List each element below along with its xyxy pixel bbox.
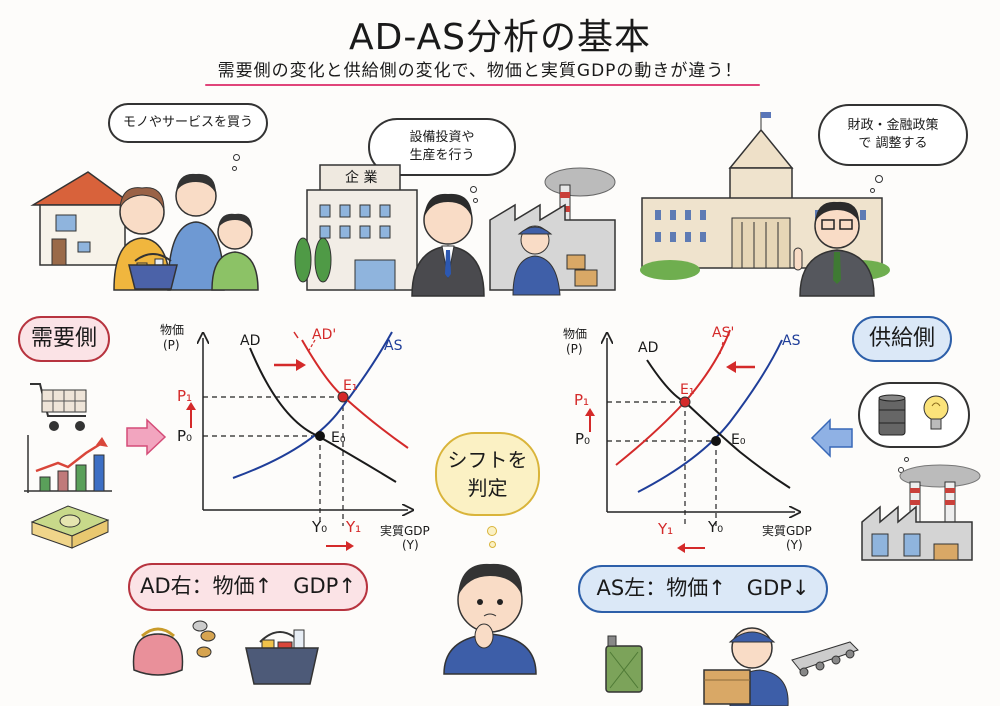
coins-icon: [192, 620, 216, 658]
shift-judgement-bubble: シフトを 判定: [435, 432, 540, 516]
thinking-boy-icon: [443, 563, 537, 675]
ad-curve-label: AD: [638, 340, 659, 356]
page-subtitle: 需要側の変化と供給側の変化で、物価と実質GDPの動きが違う！: [217, 61, 743, 81]
as-shift-chart-plot: [585, 329, 830, 553]
y0-tick-label: Y₀: [708, 518, 724, 536]
firm-thought-line1: 設備投資や: [409, 129, 475, 145]
supply-side-label: 供給側: [852, 316, 952, 362]
p1-tick-label: P₁: [177, 387, 193, 405]
x-axis-label-gdp: 実質GDP: [762, 524, 812, 538]
demand-side-label-text: 需要側: [30, 325, 97, 351]
office-building-icon: [294, 164, 418, 291]
as-prime-curve-label: AS': [712, 325, 735, 341]
government-thought-line2: で 調整する: [858, 136, 928, 151]
x-axis-label-y: (Y): [402, 538, 419, 552]
p1-tick-label: P₁: [574, 391, 590, 409]
y-axis-label-p: (P): [566, 342, 583, 356]
e0-point-label: E₀: [731, 432, 746, 448]
x-axis-label-y: (Y): [786, 538, 803, 552]
p0-tick-label: P₀: [575, 430, 591, 448]
government-thought-bubble: 財政・金融政策 で 調整する: [818, 104, 968, 166]
y-axis-label-price: 物価: [160, 323, 185, 337]
as-summary-bubble: AS左：物価↑ GDP↓: [578, 565, 828, 613]
judgement-line1: シフトを: [447, 448, 528, 472]
ad-prime-curve-label: AD': [312, 327, 337, 343]
thought-dot: [489, 541, 496, 548]
e1-point-label: E₁: [343, 378, 358, 394]
factory-icon: [861, 464, 981, 561]
money-stack-icon: [30, 505, 110, 549]
as-curve-label: AS: [782, 333, 801, 349]
judgement-line2: 判定: [467, 476, 508, 500]
x-axis-label-gdp: 実質GDP: [380, 524, 430, 538]
e1-point-label: E₁: [680, 382, 695, 398]
y1-tick-label: Y₁: [346, 518, 362, 536]
house-icon: [30, 171, 136, 266]
ad-summary-text: AD右：物価↑ GDP↑: [140, 574, 356, 599]
conveyor-belt-icon: [791, 641, 859, 677]
jerry-can-icon: [605, 635, 643, 693]
y0-tick-label: Y₀: [312, 518, 328, 536]
shopping-basket-icon: [128, 253, 178, 290]
thought-dot: [473, 198, 478, 203]
ad-curve-label: AD: [240, 333, 261, 349]
thought-dot: [232, 166, 237, 171]
light-bulb-icon: [923, 395, 949, 430]
thought-dot: [904, 457, 909, 462]
supply-side-label-text: 供給側: [868, 325, 935, 351]
demand-side-label: 需要側: [18, 316, 110, 362]
as-summary-text: AS左：物価↑ GDP↓: [596, 576, 810, 601]
y-axis-label-price: 物価: [563, 327, 588, 341]
businessman-icon: [411, 193, 485, 297]
thought-dot: [233, 154, 240, 161]
as-curve-label: AS: [384, 338, 403, 354]
government-thought-line1: 財政・金融政策: [847, 117, 939, 133]
ad-summary-bubble: AD右：物価↑ GDP↑: [128, 563, 368, 611]
household-thought-bubble: モノやサービスを買う: [108, 103, 268, 143]
supply-thought-bubble: [858, 382, 970, 448]
official-icon: [793, 201, 875, 297]
demand-right-arrow-icon: [126, 418, 167, 456]
company-sign: 企 業: [345, 170, 378, 186]
p0-tick-label: P₀: [177, 427, 193, 445]
supply-left-arrow-icon: [810, 418, 853, 458]
worker-icon: [512, 225, 598, 296]
subtitle-underline: [205, 84, 760, 86]
thought-dot: [470, 186, 477, 193]
grocery-basket-icon: [245, 629, 319, 685]
worried-worker-icon: [703, 627, 789, 706]
page-title: AD-AS分析の基本: [348, 17, 652, 58]
y1-tick-label: Y₁: [658, 520, 674, 538]
oil-drum-icon: [878, 394, 906, 436]
thought-dot: [487, 526, 497, 536]
thought-dot: [870, 188, 875, 193]
diet-building-icon: [640, 112, 890, 280]
thought-dot: [898, 467, 904, 473]
coin-purse-icon: [132, 627, 184, 676]
firm-thought-line2: 生産を行う: [409, 148, 475, 163]
thought-dot: [875, 175, 883, 183]
shopping-cart-icon: [30, 383, 87, 431]
household-thought-text: モノやサービスを買う: [122, 114, 253, 130]
e0-point-label: E₀: [331, 430, 346, 446]
y-axis-label-p: (P): [163, 338, 180, 352]
ad-shift-chart-plot: [186, 331, 430, 551]
rising-bar-chart-icon: [24, 435, 112, 493]
